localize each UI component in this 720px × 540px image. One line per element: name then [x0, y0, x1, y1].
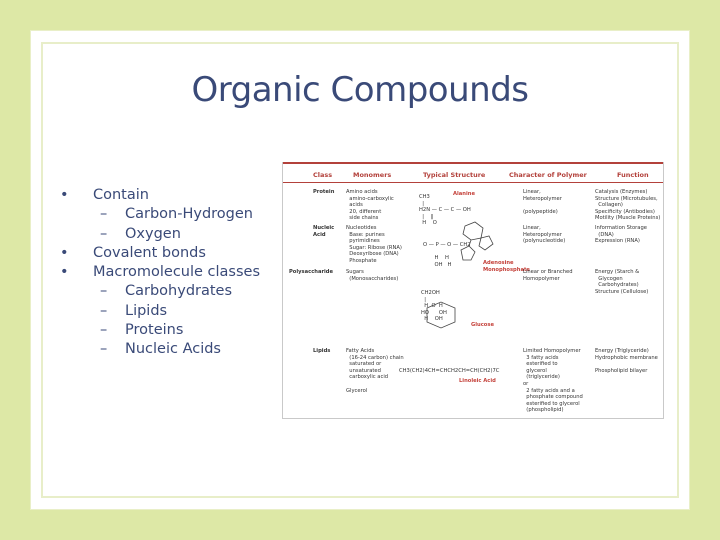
row-polysaccharide-character: Linear or Branched Homopolymer — [523, 269, 573, 282]
row-lipids-structure: CH3(CH2)4CH=CHCH2CH=CH(CH2)7C — [399, 368, 500, 374]
table-top-rule — [283, 162, 663, 164]
sub-bullet-item: –Proteins — [60, 321, 280, 340]
row-nucleic-acid-structure: O — P — O — CH2 H H OH H — [423, 242, 471, 268]
row-polysaccharide-function: Energy (Starch & Glycogen Carbohydrates)… — [595, 269, 649, 295]
sub-bullet-item: –Nucleic Acids — [60, 340, 280, 359]
row-protein-function: Catalysis (Enzymes) Structure (Microtubu… — [595, 189, 661, 222]
bullet-list: •Contain –Carbon-Hydrogen –Oxygen •Coval… — [60, 186, 280, 360]
header-class: Class — [313, 171, 333, 179]
dash-mark: – — [100, 302, 108, 319]
adenine-ring-structure — [460, 221, 494, 261]
header-rule — [283, 182, 663, 183]
sub-bullet-item: –Carbon-Hydrogen — [60, 205, 280, 224]
dash-mark: – — [100, 225, 108, 242]
row-protein-structure: CH3 | H2N — C — C — OH | ‖ H O — [419, 194, 471, 227]
row-nucleic-acid-structure-label: Adenosine Monophosphate — [483, 260, 530, 273]
header-character-of-polymer: Character of Polymer — [509, 171, 587, 179]
glucose-ring-structure — [426, 301, 456, 329]
row-lipids-function: Energy (Triglyceride) Hydrophobic membra… — [595, 348, 658, 374]
row-protein-monomers: Amino acids amino-carboxylic acids 20, d… — [346, 189, 394, 222]
row-lipids-character: Limited Homopolymer 3 fatty acids esteri… — [523, 348, 583, 414]
bullet-mark: • — [60, 264, 69, 281]
header-monomers: Monomers — [353, 171, 392, 179]
row-lipids-monomers: Fatty Acids (16-24 carbon) chain saturat… — [346, 348, 404, 394]
dash-mark: – — [100, 322, 108, 339]
dash-mark: – — [100, 341, 108, 358]
header-function: Function — [617, 171, 649, 179]
sub-bullet-item: –Carbohydrates — [60, 282, 280, 301]
row-protein-class: Protein — [313, 189, 335, 195]
bullet-mark: • — [60, 187, 69, 203]
bullet-item: •Contain — [60, 186, 280, 205]
row-nucleic-acid-character: Linear, Heteropolymer (polynucleotide) — [523, 225, 566, 245]
row-polysaccharide-structure: CH2OH | H O H HO OH H OH — [421, 290, 447, 323]
dash-mark: – — [100, 283, 108, 300]
row-protein-structure-label: Alanine — [453, 191, 475, 197]
slide-title: Organic Compounds — [191, 70, 530, 110]
header-typical-structure: Typical Structure — [423, 171, 486, 179]
row-polysaccharide-structure-label: Glucose — [471, 322, 494, 328]
dash-mark: – — [100, 206, 108, 223]
bullet-mark: • — [60, 244, 69, 261]
row-protein-character: Linear, Heteropolymer (polypeptide) — [523, 189, 562, 215]
row-nucleic-acid-function: Information Storage (DNA) Expression (RN… — [595, 225, 647, 245]
row-lipids-class: Lipids — [313, 348, 331, 354]
row-nucleic-acid-class: Nucleic Acid — [313, 225, 335, 238]
sub-bullet-item: –Oxygen — [60, 225, 280, 244]
row-polysaccharide-monomers: Sugars (Monosaccharides) — [346, 269, 399, 282]
row-lipids-structure-label: Linoleic Acid — [459, 378, 496, 384]
row-polysaccharide-class: Polysaccharide — [289, 269, 334, 275]
sub-bullet-item: –Lipids — [60, 302, 280, 321]
bullet-item: •Covalent bonds — [60, 244, 280, 263]
bullet-item: •Macromolecule classes — [60, 263, 280, 282]
macromolecule-table: Class Monomers Typical Structure Charact… — [282, 162, 664, 419]
row-nucleic-acid-monomers: Nucleotides Base: purines pyrimidines Su… — [346, 225, 402, 264]
